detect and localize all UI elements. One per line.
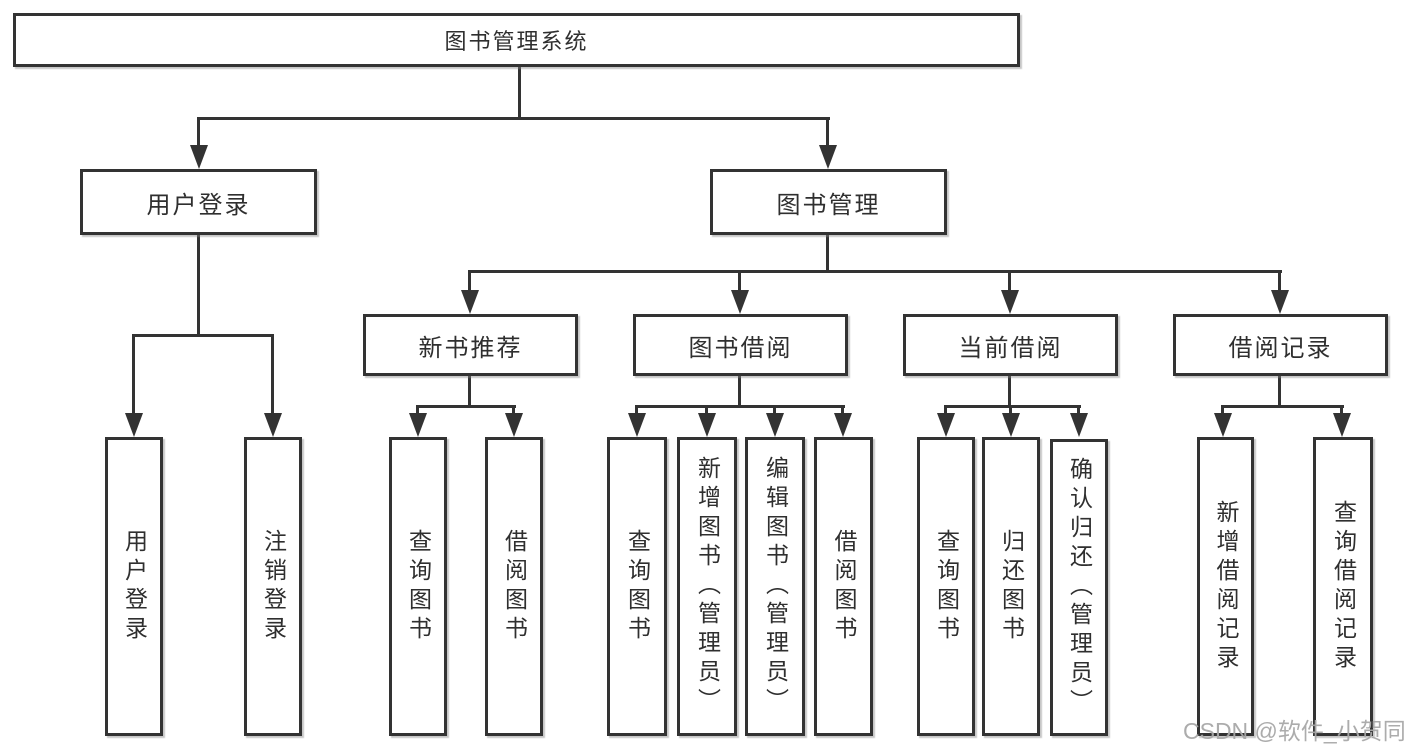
connector-drop-records: [1278, 270, 1281, 293]
connector-mgmt-stem: [826, 235, 829, 272]
node-leaf-current-return-books: 归还图书: [982, 437, 1040, 736]
connector-records-stem: [1278, 376, 1281, 408]
node-user-login-branch: 用户登录: [80, 169, 317, 235]
node-leaf-user-login: 用户登录: [105, 437, 163, 736]
connector-level2-bus: [197, 117, 830, 120]
node-book-management: 图书管理: [710, 169, 947, 235]
node-label: 图书管理: [776, 191, 881, 219]
node-label: 查询图书: [933, 528, 960, 645]
connector-level3-bus: [468, 270, 1282, 273]
connector-login-bus: [132, 334, 274, 337]
connector-newbook-stem: [468, 376, 471, 408]
arrow-down-icon: [1002, 413, 1020, 437]
connector-drop-leaf: [132, 334, 135, 416]
connector-drop-leaf: [1077, 405, 1080, 417]
connector-drop-current: [1008, 270, 1011, 293]
node-leaf-current-confirm-return-admin: 确认归还（管理员）: [1050, 439, 1108, 736]
connector-drop-leaf: [773, 405, 776, 417]
connector-borrow-bus: [635, 405, 845, 408]
connector-drop-leaf: [1009, 405, 1012, 417]
connector-drop-leaf: [1340, 405, 1343, 417]
node-root: 图书管理系统: [13, 13, 1020, 67]
node-label: 图书借阅: [688, 334, 793, 362]
arrow-down-icon: [628, 413, 646, 437]
node-current-borrowing: 当前借阅: [903, 314, 1118, 376]
connector-drop-leaf: [841, 405, 844, 417]
node-leaf-borrow-add-books-admin: 新增图书（管理员）: [677, 437, 737, 736]
arrow-down-icon: [834, 413, 852, 437]
arrow-down-icon: [1271, 290, 1289, 314]
node-label: 借阅图书: [501, 528, 528, 645]
arrow-down-icon: [698, 413, 716, 437]
connector-root-stem: [518, 67, 521, 120]
node-label: 借阅记录: [1228, 334, 1333, 362]
connector-drop-leaf: [1221, 405, 1224, 417]
arrow-down-icon: [461, 290, 479, 314]
node-leaf-records-add-record: 新增借阅记录: [1197, 437, 1254, 736]
node-leaf-recommend-borrow-books: 借阅图书: [485, 437, 543, 736]
connector-drop-leaf: [271, 334, 274, 416]
node-label: 新增借阅记录: [1213, 499, 1239, 674]
node-leaf-logout: 注销登录: [244, 437, 302, 736]
node-leaf-borrow-query-books: 查询图书: [607, 437, 667, 736]
arrow-down-icon: [409, 413, 427, 437]
arrow-down-icon: [125, 413, 143, 437]
arrow-down-icon: [1001, 290, 1019, 314]
arrow-down-icon: [505, 413, 523, 437]
connector-drop-newbook: [468, 270, 471, 293]
arrow-down-icon: [937, 413, 955, 437]
arrow-down-icon: [731, 290, 749, 314]
connector-drop-leaf: [635, 405, 638, 417]
connector-login-stem: [197, 235, 200, 337]
node-label: 查询借阅记录: [1330, 499, 1357, 674]
csdn-watermark: CSDN @软件_小贺同学: [1183, 718, 1405, 744]
node-label: 借阅图书: [831, 528, 857, 645]
connector-drop-book-mgmt: [826, 117, 829, 153]
node-label: 新增图书（管理员）: [694, 456, 721, 717]
node-leaf-current-query-books: 查询图书: [917, 437, 975, 736]
node-label: 编辑图书（管理员）: [762, 456, 789, 717]
node-root-label: 图书管理系统: [444, 29, 589, 54]
node-label: 查询图书: [624, 528, 651, 645]
connector-drop-leaf: [416, 405, 419, 417]
arrow-down-icon: [264, 413, 282, 437]
node-label: 归还图书: [998, 528, 1025, 645]
connector-drop-leaf: [944, 405, 947, 417]
connector-records-bus: [1221, 405, 1344, 408]
node-label: 确认归还（管理员）: [1066, 457, 1093, 718]
node-book-borrowing: 图书借阅: [633, 314, 848, 376]
connector-drop-user-login: [197, 117, 200, 153]
node-leaf-records-query-record: 查询借阅记录: [1313, 437, 1373, 736]
connector-borrow-stem: [738, 376, 741, 408]
arrow-down-icon: [1214, 413, 1232, 437]
arrow-down-icon: [1070, 413, 1088, 437]
connector-current-bus: [944, 405, 1081, 408]
node-label: 查询图书: [405, 528, 432, 645]
connector-drop-borrow: [738, 270, 741, 293]
node-label: 当前借阅: [958, 334, 1063, 362]
connector-drop-leaf: [705, 405, 708, 417]
node-label: 用户登录: [121, 528, 148, 645]
connector-drop-leaf: [512, 405, 515, 417]
node-label: 新书推荐: [418, 334, 523, 362]
arrow-down-icon: [1333, 413, 1351, 437]
node-leaf-borrow-borrow-books: 借阅图书: [814, 437, 873, 736]
node-label: 用户登录: [146, 191, 251, 219]
connector-newbook-bus: [416, 405, 516, 408]
node-borrowing-records: 借阅记录: [1173, 314, 1388, 376]
arrow-down-icon: [190, 145, 208, 169]
node-leaf-borrow-edit-books-admin: 编辑图书（管理员）: [745, 437, 805, 736]
node-label: 注销登录: [260, 528, 287, 645]
connector-current-stem: [1008, 376, 1011, 408]
arrow-down-icon: [766, 413, 784, 437]
arrow-down-icon: [819, 145, 837, 169]
node-new-book-recommend: 新书推荐: [363, 314, 578, 376]
node-leaf-recommend-query-books: 查询图书: [389, 437, 447, 736]
